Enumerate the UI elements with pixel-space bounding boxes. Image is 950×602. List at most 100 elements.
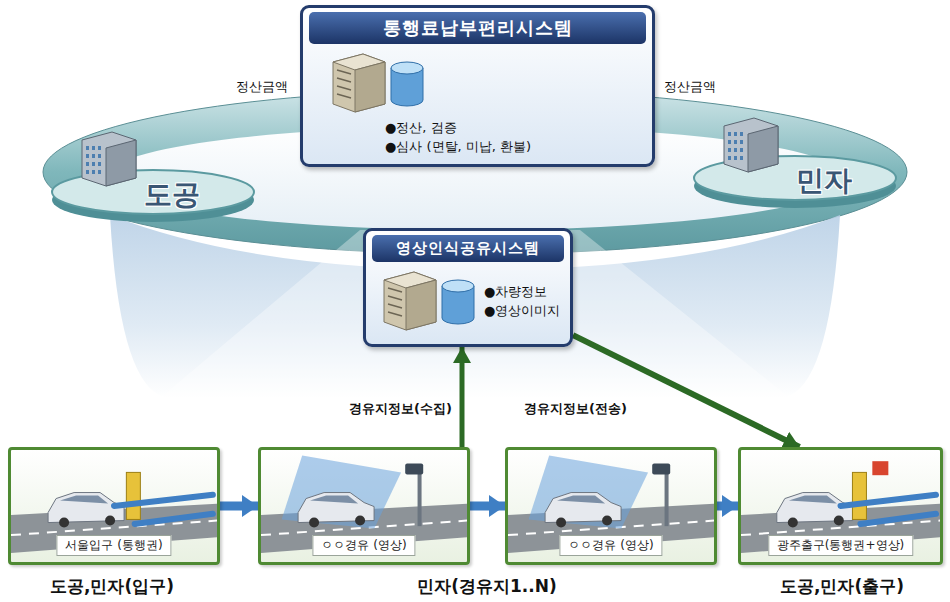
flow-label: 정산금액 <box>236 78 288 96</box>
building-window <box>98 170 101 174</box>
building-window <box>734 140 737 144</box>
building-window <box>734 156 737 160</box>
toll-barrier <box>135 514 213 524</box>
section-caption: 민자(경유지1..N) <box>417 575 557 598</box>
operator-disc: 민자 <box>690 104 900 212</box>
car-wheel <box>355 516 365 526</box>
car-wheel <box>834 516 844 526</box>
building-window <box>734 132 737 136</box>
bullet-text: ●심사 (면탈, 미납, 환불) <box>385 137 531 156</box>
section-caption: 도공,민자(출구) <box>780 575 904 598</box>
building-window <box>98 154 101 158</box>
server-slot <box>337 94 351 98</box>
flow-arrow <box>470 502 505 511</box>
building-window <box>728 140 731 144</box>
box-heading: 영상인식공유시스템 <box>372 235 564 262</box>
box-body: ●정산, 검증●심사 (면탈, 미납, 환불) <box>309 44 646 156</box>
building-window <box>92 170 95 174</box>
server-slot <box>388 288 402 292</box>
operator-name: 도공 <box>144 176 200 214</box>
building-window <box>92 162 95 166</box>
building-side <box>748 126 778 172</box>
building-window <box>740 140 743 144</box>
toll-booth <box>852 472 866 519</box>
car-window <box>310 496 358 504</box>
bullet-text: ●차량정보 <box>484 282 560 301</box>
edge-label: 경유지정보(전송) <box>522 400 629 418</box>
lane-label: 서울입구 (통행권) <box>56 535 171 556</box>
bullet-text: ●영상이미지 <box>484 301 560 320</box>
database-top <box>442 280 474 292</box>
camera-pole <box>665 470 669 526</box>
lane-label: 광주출구(통행권+영상) <box>768 535 913 556</box>
bullet-list: ●정산, 검증●심사 (면탈, 미납, 환불) <box>313 118 531 156</box>
building-window <box>740 156 743 160</box>
building-window <box>86 146 89 150</box>
camera <box>872 461 888 475</box>
building-icon <box>724 118 778 172</box>
building-window <box>86 170 89 174</box>
server-icon <box>374 266 478 336</box>
building-window <box>728 148 731 152</box>
camera <box>652 463 670 474</box>
building-window <box>98 146 101 150</box>
lane-label: ㅇㅇ경유 (영상) <box>559 535 662 556</box>
building-window <box>86 154 89 158</box>
building-window <box>86 162 89 166</box>
camera-box: ㅇㅇ경유 (영상) <box>505 447 717 565</box>
section-caption: 도공,민자(입구) <box>50 575 174 598</box>
camera <box>405 463 423 474</box>
building-window <box>740 132 743 136</box>
camera-box: ㅇㅇ경유 (영상) <box>258 447 470 565</box>
building-side <box>106 140 136 186</box>
building-window <box>734 148 737 152</box>
car-wheel <box>602 516 612 526</box>
server-side <box>406 280 436 330</box>
server-slot <box>337 78 351 82</box>
toll-barrier <box>841 495 937 506</box>
system-box: 영상인식공유시스템 ●차량정보●영상이미지 <box>363 228 573 347</box>
toll-barrier <box>114 495 213 506</box>
car-wheel <box>788 518 798 528</box>
building-window <box>92 154 95 158</box>
car-window <box>789 496 837 504</box>
car-wheel <box>556 518 566 528</box>
server-slot <box>337 86 351 90</box>
edge-label: 경유지정보(수집) <box>347 400 454 418</box>
lane-label: ㅇㅇ경유 (영상) <box>312 535 415 556</box>
server-tower <box>384 272 436 330</box>
server-slot <box>337 70 351 74</box>
flow-arrow <box>573 335 800 447</box>
camera-pole <box>418 470 422 526</box>
flow-arrow <box>717 502 738 511</box>
server-icon <box>323 48 427 118</box>
toll-booth <box>126 472 140 519</box>
server-slot <box>388 296 402 300</box>
disc-shape <box>690 104 900 212</box>
tollgate-box: 서울입구 (통행권) <box>8 447 220 565</box>
camera-beam <box>282 456 401 529</box>
box-heading: 통행료납부편리시스템 <box>309 12 646 44</box>
toll-barrier <box>860 514 936 524</box>
building-window <box>740 148 743 152</box>
system-box: 통행료납부편리시스템 ●정산, 검증●심사 (면탈, 미납, 환불) <box>300 5 655 167</box>
car-wheel <box>59 518 69 528</box>
building-window <box>728 156 731 160</box>
database-top <box>391 62 423 74</box>
flow-arrow <box>220 502 258 511</box>
beam-fan <box>110 215 840 398</box>
flow-label: 정산금액 <box>664 78 716 96</box>
car-wheel <box>309 518 319 528</box>
building-window <box>728 132 731 136</box>
camera-beam <box>529 456 648 529</box>
car-window <box>557 496 605 504</box>
bullet-list: ●차량정보●영상이미지 <box>478 282 560 320</box>
server-slot <box>388 312 402 316</box>
box-body: ●차량정보●영상이미지 <box>372 262 564 336</box>
car-window <box>60 496 108 504</box>
bullet-text: ●정산, 검증 <box>385 118 531 137</box>
tollgate-box: 광주출구(통행권+영상) <box>738 447 943 565</box>
server-side <box>355 62 385 112</box>
